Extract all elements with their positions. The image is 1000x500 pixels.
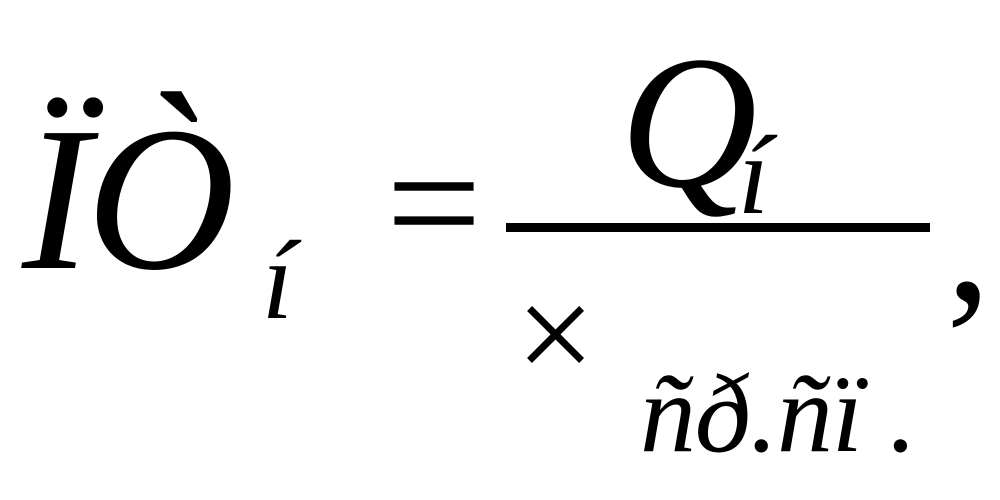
trailing-comma: , <box>946 140 991 339</box>
formula-lhs-symbol: ÏÒ <box>22 84 235 313</box>
denominator-symbol: × <box>516 257 595 412</box>
numerator-subscript: í <box>738 114 770 238</box>
fraction-numerator: Q <box>620 18 758 228</box>
denominator-subscript: ñð.ñï . <box>640 352 917 476</box>
equals-sign: = <box>386 109 482 297</box>
fraction-bar <box>506 223 930 232</box>
formula-lhs-subscript: í <box>262 219 294 343</box>
